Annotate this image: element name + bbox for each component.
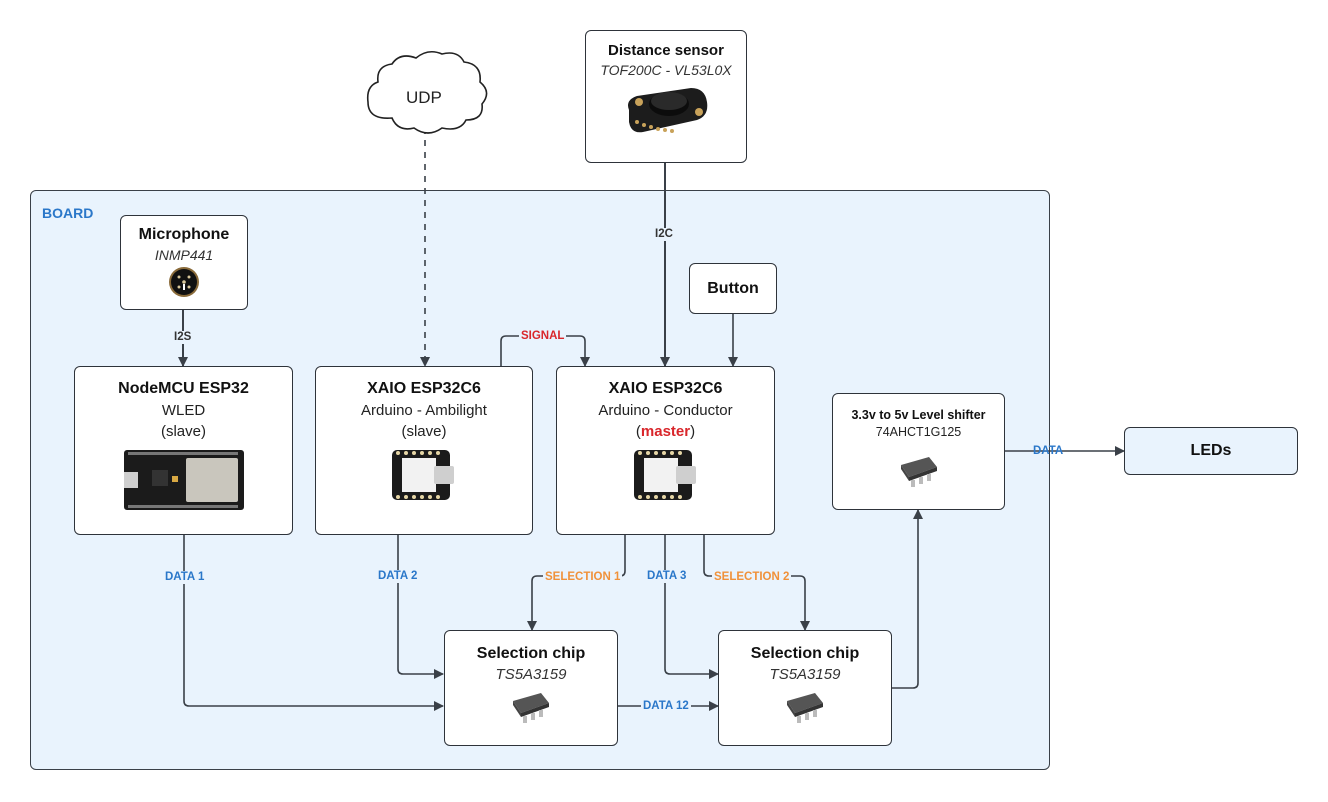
selection-chip-2-model: TS5A3159 [769,666,841,683]
distance-sensor-title: Distance sensor [608,42,724,59]
selection-chip-1-node[interactable]: Selection chip TS5A3159 [444,630,618,746]
selection2-label: SELECTION 2 [712,571,792,584]
microphone-image [169,267,199,297]
data3-wire [664,535,719,679]
nodemcu-title: NodeMCU ESP32 [118,380,249,397]
xiao-conductor-title: XAIO ESP32C6 [608,380,723,397]
paren-close: ) [690,423,696,440]
selection-chip-2-title: Selection chip [750,645,860,662]
xiao-conductor-line2: (master) [557,423,774,440]
xiao-conductor-line1: Arduino - Conductor [598,402,733,419]
button-title: Button [707,280,759,297]
leds-title: LEDs [1190,442,1232,459]
shifter-input-wire [891,509,923,689]
data2-label: DATA 2 [376,570,420,583]
leds-node[interactable]: LEDs [1124,427,1298,475]
selection-chip-1-image [513,693,549,723]
master-role: master [640,423,691,440]
data12-label: DATA 12 [641,700,691,713]
board-label: BOARD [42,205,94,221]
nodemcu-line2: (slave) [160,423,206,440]
distance-sensor-image [628,88,708,133]
level-shifter-title: 3.3v to 5v Level shifter [851,408,986,422]
udp-label: UDP [406,88,442,107]
leds-data-label: DATA [1033,445,1064,457]
i2c-label: I2C [653,228,675,241]
nodemcu-board-image [123,450,244,510]
xiao-conductor-board-image [633,450,696,500]
level-shifter-node[interactable]: 3.3v to 5v Level shifter 74AHCT1G125 [832,393,1005,510]
xiao-ambilight-board-image [392,450,454,500]
selection-chip-1-title: Selection chip [476,645,586,662]
selection-chip-2-node[interactable]: Selection chip TS5A3159 [718,630,892,746]
xiao-ambilight-node[interactable]: XAIO ESP32C6 Arduino - Ambilight (slave) [315,366,533,535]
selection-chip-2-image [787,693,823,723]
nodemcu-esp32-node[interactable]: NodeMCU ESP32 WLED (slave) [74,366,293,535]
signal-label: SIGNAL [519,330,567,343]
xiao-ambilight-line2: (slave) [401,423,447,440]
paren-open: ( [635,423,641,440]
button-node[interactable]: Button [689,263,777,314]
level-shifter-chip-image [900,457,937,487]
selection-chip-1-model: TS5A3159 [495,666,567,683]
data2-wire [397,535,444,679]
i2s-label: I2S [172,331,194,344]
data1-wire [183,535,444,711]
microphone-model: INMP441 [154,247,214,263]
xiao-ambilight-line1: Arduino - Ambilight [361,402,487,419]
data3-label: DATA 3 [645,570,689,583]
distance-sensor-node[interactable]: Distance sensor TOF200C - VL53L0X [585,30,747,163]
xiao-ambilight-title: XAIO ESP32C6 [367,380,481,397]
microphone-node[interactable]: Microphone INMP441 [120,215,248,310]
distance-sensor-model: TOF200C - VL53L0X [600,62,732,78]
selection1-label: SELECTION 1 [543,571,623,584]
data1-label: DATA 1 [163,571,207,584]
xiao-conductor-node[interactable]: XAIO ESP32C6 Arduino - Conductor (master… [556,366,775,535]
level-shifter-model: 74AHCT1G125 [875,425,962,439]
nodemcu-line1: WLED [161,402,206,419]
udp-cloud-shape [366,50,488,134]
microphone-title: Microphone [138,226,230,243]
